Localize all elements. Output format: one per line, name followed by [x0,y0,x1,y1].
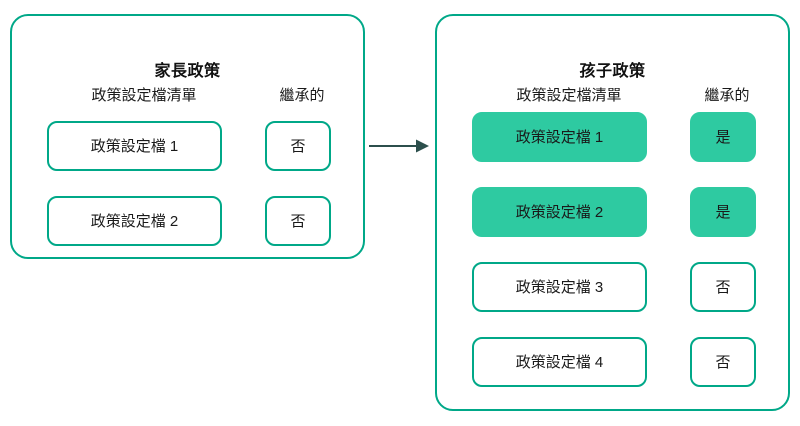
table-row: 政策設定檔 3 否 [437,262,788,312]
child-inherited-box-1[interactable]: 是 [690,112,756,162]
parent-profile-box-2[interactable]: 政策設定檔 2 [47,196,222,246]
child-policy-panel: 孩子政策 政策設定檔清單 繼承的 政策設定檔 1 是 政策設定檔 2 是 政策設… [435,14,790,411]
table-row: 政策設定檔 4 否 [437,337,788,387]
arrow-right-icon [369,139,429,153]
parent-policy-panel: 家長政策 政策設定檔清單 繼承的 政策設定檔 1 否 政策設定檔 2 否 [10,14,365,259]
parent-column-header-profiles: 政策設定檔清單 [91,87,197,104]
table-row: 政策設定檔 2 否 [12,196,363,246]
child-inherited-box-3[interactable]: 否 [690,262,756,312]
parent-panel-title: 家長政策 [154,63,221,81]
parent-inherited-box-2[interactable]: 否 [265,196,331,246]
child-profile-box-3[interactable]: 政策設定檔 3 [472,262,647,312]
table-row: 政策設定檔 1 是 [437,112,788,162]
parent-inherited-box-1[interactable]: 否 [265,121,331,171]
child-profile-box-4[interactable]: 政策設定檔 4 [472,337,647,387]
child-profile-box-1[interactable]: 政策設定檔 1 [472,112,647,162]
child-column-header-inherited: 繼承的 [704,87,750,104]
parent-profile-box-1[interactable]: 政策設定檔 1 [47,121,222,171]
parent-column-header-inherited: 繼承的 [279,87,325,104]
child-inherited-box-2[interactable]: 是 [690,187,756,237]
child-inherited-box-4[interactable]: 否 [690,337,756,387]
child-panel-title: 孩子政策 [579,63,646,81]
child-column-header-profiles: 政策設定檔清單 [516,87,622,104]
table-row: 政策設定檔 1 否 [12,121,363,171]
table-row: 政策設定檔 2 是 [437,187,788,237]
child-profile-box-2[interactable]: 政策設定檔 2 [472,187,647,237]
